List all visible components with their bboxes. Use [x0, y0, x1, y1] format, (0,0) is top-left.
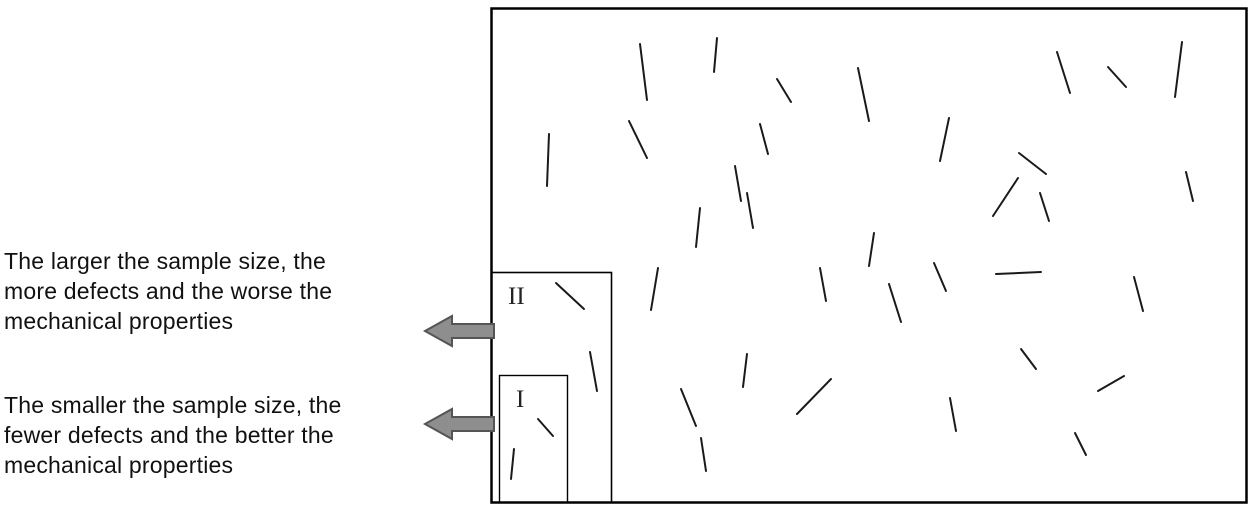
defect-line [713, 37, 718, 73]
annotation-line: The larger the sample size, the [4, 248, 326, 274]
defect-line [857, 67, 870, 122]
defect-line [1056, 51, 1071, 94]
defect-line [639, 43, 648, 101]
defect-line [555, 282, 585, 310]
defect-line [776, 78, 792, 103]
defect-line [819, 267, 827, 302]
defect-line [742, 353, 748, 388]
defect-line [537, 418, 554, 437]
defect-line [995, 271, 1042, 275]
defect-line [1107, 66, 1127, 88]
defect-line [1018, 152, 1047, 175]
defect-line [1074, 432, 1087, 456]
annotation-line: The smaller the sample size, the [4, 392, 342, 418]
arrow-left-upper-icon [422, 314, 495, 348]
defect-line [700, 437, 707, 472]
defect-line [949, 397, 957, 432]
defect-line [1185, 171, 1194, 202]
defect-line [933, 262, 947, 292]
defects-layer [510, 37, 1194, 480]
defect-line [1097, 375, 1125, 392]
defect-line [650, 267, 659, 311]
defect-line [1039, 192, 1050, 222]
defect-line [888, 283, 902, 323]
annotation-line: more defects and the worse the [4, 278, 333, 304]
sample-box-large [490, 7, 1248, 504]
defect-line [546, 133, 550, 187]
defect-line [695, 207, 701, 248]
sample-box-i [498, 374, 569, 504]
defect-line [1174, 41, 1183, 98]
defect-line [1133, 276, 1144, 312]
label-region-i: I [516, 386, 524, 413]
annotation-smaller: The smaller the sample size, the fewer d… [4, 390, 424, 480]
arrow-left-lower-icon [422, 407, 495, 441]
defect-line [796, 378, 832, 415]
defect-line [510, 448, 515, 480]
defect-line [759, 123, 769, 155]
defect-line [868, 232, 875, 267]
defect-line [628, 120, 648, 159]
defect-line [939, 117, 950, 162]
defect-line [746, 192, 754, 229]
label-region-ii: II [508, 283, 525, 310]
defect-line [589, 351, 598, 392]
defect-line [734, 165, 742, 202]
defect-line [992, 177, 1019, 217]
annotation-larger: The larger the sample size, the more def… [4, 246, 424, 336]
defect-line [680, 388, 697, 427]
annotation-line: mechanical properties [4, 452, 234, 478]
annotation-line: mechanical properties [4, 308, 234, 334]
defect-line [1020, 348, 1037, 370]
annotation-line: fewer defects and the better the [4, 422, 334, 448]
